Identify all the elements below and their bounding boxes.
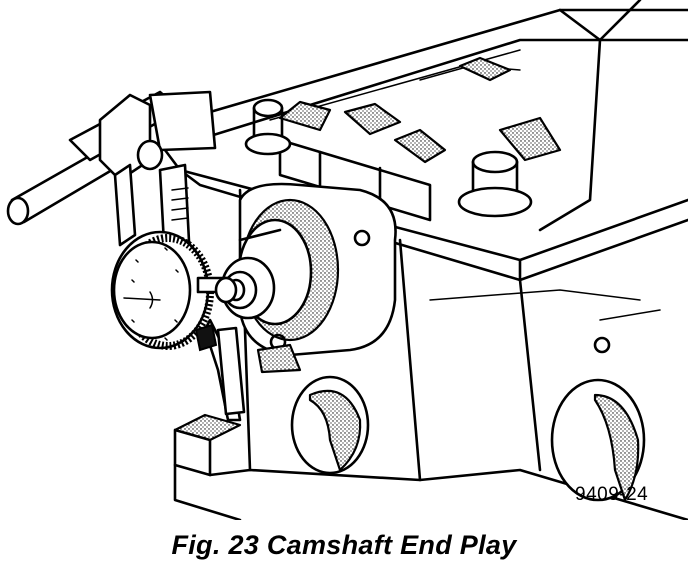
rocker-cover	[538, 0, 642, 232]
figure-caption: Fig. 23 Camshaft End Play	[171, 530, 517, 560]
dial-indicator-gauge	[110, 230, 238, 352]
figure-reference-code: 9409-24	[575, 484, 649, 505]
camshaft-housing	[237, 182, 397, 374]
indicator-support-post	[216, 326, 246, 416]
base-block	[173, 413, 252, 520]
head-bolt-right	[457, 150, 533, 218]
lower-bore-left	[290, 375, 370, 475]
lower-bore-right	[550, 378, 646, 502]
camshaft-bearing-caps	[278, 56, 562, 222]
head-bolt-left	[244, 98, 292, 156]
camshaft-end-play-illustration	[6, 0, 688, 520]
dial-indicator-mount	[6, 90, 242, 422]
